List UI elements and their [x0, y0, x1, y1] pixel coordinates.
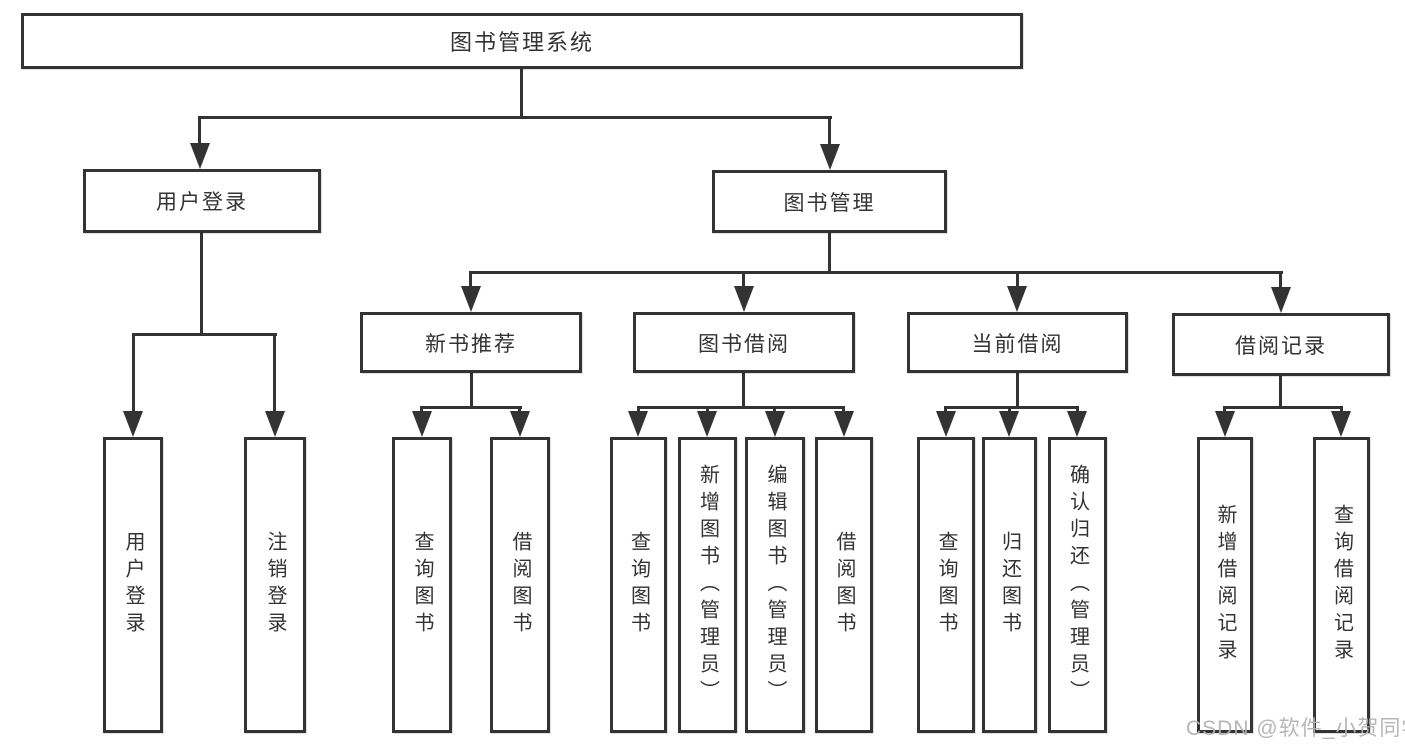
connector-line — [1016, 373, 1019, 408]
leaf-borrowing-query-books: 查询图书 — [610, 437, 667, 733]
connector-line — [1279, 271, 1282, 290]
leaf-logout: 注销登录 — [244, 437, 306, 733]
node-new-book-recommend: 新书推荐 — [360, 312, 582, 373]
connector-line — [637, 406, 640, 415]
leaf-borrowing-edit-books-admin: 编辑图书（管理员） — [745, 437, 805, 733]
connector-line — [273, 333, 276, 415]
connector-line — [742, 271, 745, 289]
arrowhead-down-icon — [628, 411, 648, 437]
leaf-recommend-borrow-books: 借阅图书 — [490, 437, 550, 733]
arrowhead-down-icon — [265, 411, 285, 437]
leaf-borrowing-borrow-books: 借阅图书 — [815, 437, 873, 733]
connector-line — [1223, 406, 1226, 415]
connector-line — [469, 271, 472, 289]
connector-line — [828, 116, 831, 146]
connector-line — [420, 406, 522, 409]
arrowhead-down-icon — [1331, 411, 1351, 437]
arrowhead-down-icon — [999, 411, 1019, 437]
node-book-borrowing: 图书借阅 — [633, 312, 855, 373]
arrowhead-down-icon — [1215, 411, 1235, 437]
arrowhead-down-icon — [834, 411, 854, 437]
leaf-current-query-books: 查询图书 — [917, 437, 975, 733]
connector-line — [637, 406, 845, 409]
arrowhead-down-icon — [936, 411, 956, 437]
connector-line — [944, 406, 947, 415]
arrowhead-down-icon — [765, 411, 785, 437]
connector-line — [470, 373, 473, 408]
arrowhead-down-icon — [190, 143, 210, 169]
leaf-current-return-books: 归还图书 — [982, 437, 1037, 733]
connector-line — [828, 233, 831, 274]
leaf-current-confirm-return-admin: 确认归还（管理员） — [1048, 437, 1107, 733]
arrowhead-down-icon — [461, 286, 481, 312]
connector-line — [842, 406, 845, 415]
connector-line — [1016, 271, 1019, 289]
node-current-borrowing: 当前借阅 — [907, 312, 1128, 373]
leaf-records-query-borrow-record: 查询借阅记录 — [1313, 437, 1370, 733]
connector-line — [1340, 406, 1343, 415]
connector-line — [518, 406, 521, 415]
connector-line — [200, 233, 203, 336]
node-book-management: 图书管理 — [712, 170, 947, 233]
node-user-login: 用户登录 — [83, 169, 321, 233]
arrowhead-down-icon — [1067, 411, 1087, 437]
connector-line — [944, 406, 1079, 409]
connector-line — [469, 271, 1283, 274]
leaf-borrowing-add-books-admin: 新增图书（管理员） — [678, 437, 737, 733]
connector-line — [742, 373, 745, 408]
connector-line — [520, 68, 523, 119]
connector-line — [1279, 376, 1282, 408]
connector-line — [198, 116, 201, 146]
arrowhead-down-icon — [697, 411, 717, 437]
arrowhead-down-icon — [820, 144, 840, 170]
node-borrow-records: 借阅记录 — [1172, 313, 1390, 376]
arrowhead-down-icon — [1007, 286, 1027, 312]
arrowhead-down-icon — [123, 411, 143, 437]
connector-line — [706, 406, 709, 415]
connector-line — [1223, 406, 1342, 409]
watermark: CSDN @软件_小贺同学 — [1186, 717, 1405, 740]
leaf-user-login: 用户登录 — [103, 437, 163, 733]
node-library-management-system: 图书管理系统 — [21, 13, 1023, 69]
connector-line — [420, 406, 423, 415]
connector-line — [198, 116, 832, 119]
connector-line — [132, 333, 277, 336]
connector-line — [1008, 406, 1011, 415]
arrowhead-down-icon — [510, 411, 530, 437]
connector-line — [1076, 406, 1079, 415]
arrowhead-down-icon — [1271, 287, 1291, 313]
arrowhead-down-icon — [734, 286, 754, 312]
connector-line — [132, 333, 135, 415]
connector-line — [773, 406, 776, 415]
leaf-records-add-borrow-record: 新增借阅记录 — [1197, 437, 1253, 733]
leaf-recommend-query-books: 查询图书 — [392, 437, 452, 733]
arrowhead-down-icon — [412, 411, 432, 437]
